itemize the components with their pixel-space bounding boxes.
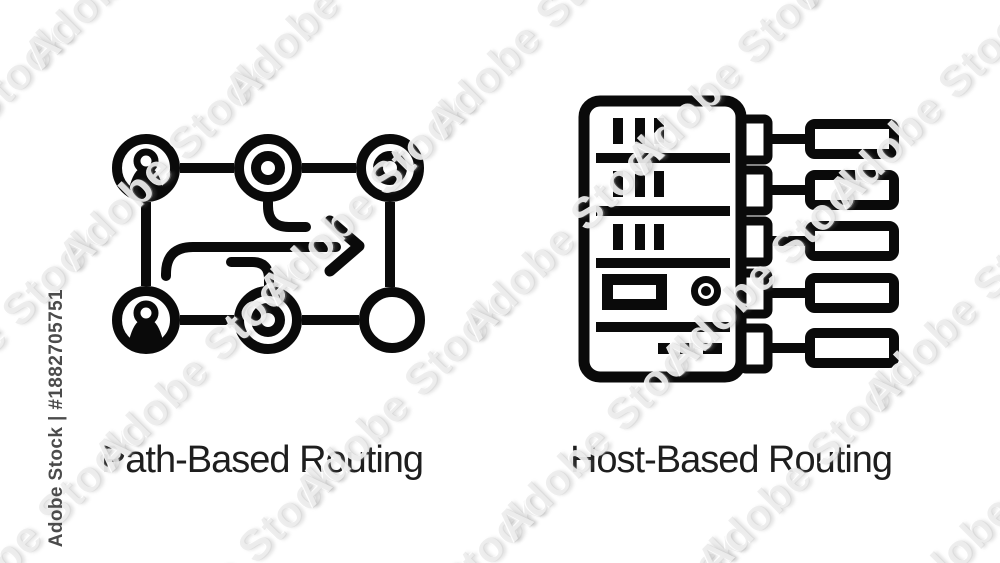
server-screen [602,274,667,310]
server-rack-dividers [596,153,730,332]
path-based-routing-icon [112,134,425,354]
host-connector-lines [766,134,810,353]
route-hook-top [263,197,311,232]
server-vent-bars [613,118,664,250]
server-indicator-dots [658,343,722,354]
route-hook-bottom [226,257,274,292]
host-based-routing-label: Host-Based Routing [569,439,893,481]
user-node-bottom-left [112,286,180,354]
route-arrow-shaft [161,242,341,281]
bullseye-node-top-right [356,134,424,202]
host-based-routing-icon [578,95,899,383]
server-knob [691,276,721,306]
bullseye-node-bottom-middle [234,286,302,354]
stock-id-watermark: Adobe Stock | #1882705751 [46,288,67,547]
route-arrow-head [324,215,365,277]
bullseye-node-top-middle [234,134,302,202]
plain-node-bottom-right [359,287,425,353]
node-connector-lines [141,163,395,325]
user-node-top-left [112,134,180,202]
path-based-routing-label: Path-Based Routing [100,439,424,481]
host-endpoint-boxes [805,119,899,368]
